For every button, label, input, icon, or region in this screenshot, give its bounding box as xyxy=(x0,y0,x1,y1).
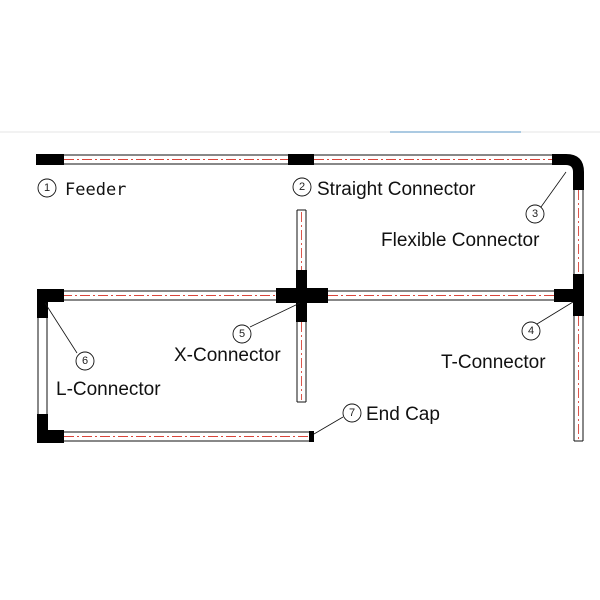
callout-x-connector: 5 xyxy=(232,324,252,344)
callout-l-connector: 6 xyxy=(75,351,95,371)
leader-x-connector xyxy=(249,302,301,328)
profile-bottom xyxy=(64,431,310,442)
profile-middle-right xyxy=(328,290,554,301)
leader-end-cap xyxy=(313,416,344,435)
svg-text:6: 6 xyxy=(82,355,88,367)
x-connector xyxy=(276,270,328,322)
profile-left-vertical xyxy=(37,318,48,414)
profile-x-lower-vertical xyxy=(296,322,307,403)
label-t-connector: T-Connector xyxy=(441,352,546,373)
profile-top-left xyxy=(64,154,288,165)
label-straight-connector: Straight Connector xyxy=(317,179,476,200)
svg-text:4: 4 xyxy=(528,325,534,337)
l-connector-top xyxy=(37,289,64,318)
profile-right-vertical xyxy=(573,190,584,274)
leader-l-connector xyxy=(44,302,78,354)
l-connector-bottom xyxy=(37,414,64,443)
label-end-cap: End Cap xyxy=(366,404,440,425)
svg-text:7: 7 xyxy=(349,407,355,419)
label-l-connector: L-Connector xyxy=(56,379,161,400)
label-feeder: Feeder xyxy=(65,180,126,200)
label-flexible-connector: Flexible Connector xyxy=(381,230,540,251)
t-connector xyxy=(554,274,584,316)
leader-flexible xyxy=(540,171,567,208)
callout-end-cap: 7 xyxy=(342,403,362,423)
svg-text:1: 1 xyxy=(44,182,50,194)
profile-right-lower-vertical xyxy=(573,316,584,442)
profile-top-right xyxy=(314,154,552,165)
profile-x-upper-vertical xyxy=(296,209,307,270)
callout-t-connector: 4 xyxy=(521,321,541,341)
svg-text:2: 2 xyxy=(299,181,305,193)
svg-text:5: 5 xyxy=(239,328,245,340)
feeder-connector xyxy=(36,154,64,165)
label-x-connector: X-Connector xyxy=(174,345,281,366)
leader-t-connector xyxy=(536,301,574,325)
callout-flexible: 3 xyxy=(525,204,545,224)
profile-middle-left xyxy=(62,290,276,301)
svg-text:3: 3 xyxy=(532,208,538,220)
end-cap xyxy=(309,431,314,442)
straight-connector xyxy=(288,154,314,165)
callout-straight: 2 xyxy=(292,177,312,197)
flexible-connector xyxy=(552,154,584,190)
callout-feeder: 1 xyxy=(37,178,57,198)
